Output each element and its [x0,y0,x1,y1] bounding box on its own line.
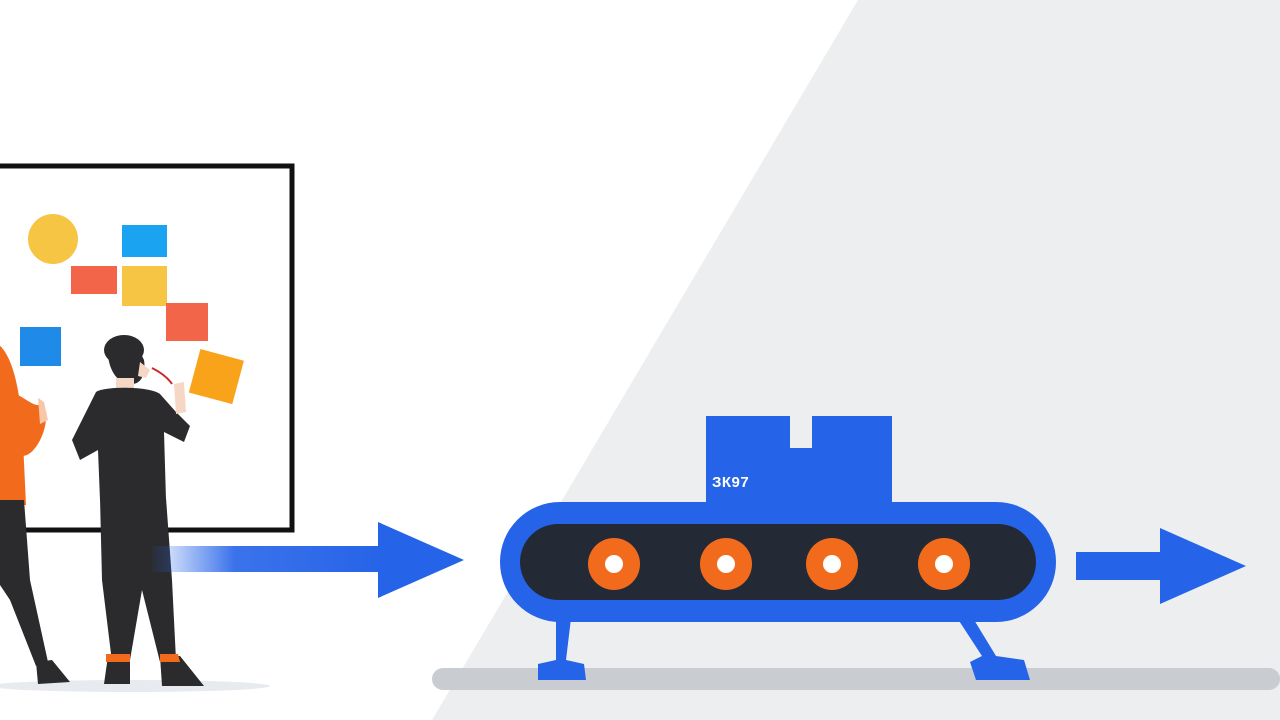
arrow-right-icon [152,522,464,598]
floor-line [432,668,1280,690]
conveyor-rollers [588,538,970,590]
sticky-note-yellow-circle [28,214,78,264]
conveyor-leg-right [952,610,1030,680]
conveyor-roller-hub [717,555,735,573]
sticky-note-cyan [122,225,167,257]
arrow-output-icon [1076,528,1246,604]
conveyor-belt [500,502,1056,680]
sticky-note-orange [188,349,244,405]
person-orange [0,345,70,684]
sticky-note-yellow [122,266,167,306]
sticky-note-red [71,266,117,294]
conveyor-roller-hub [935,555,953,573]
sticky-note-blue [20,327,61,366]
conveyor-belt-track [520,524,1036,600]
conveyor-leg-left [538,610,586,680]
conveyor-roller-hub [823,555,841,573]
package-label: ЗК97 [712,474,750,491]
people-shadow [0,680,270,692]
package-box [706,416,892,504]
sticky-note-red-2 [166,303,208,341]
person-dark [72,335,204,686]
conveyor-roller-hub [605,555,623,573]
